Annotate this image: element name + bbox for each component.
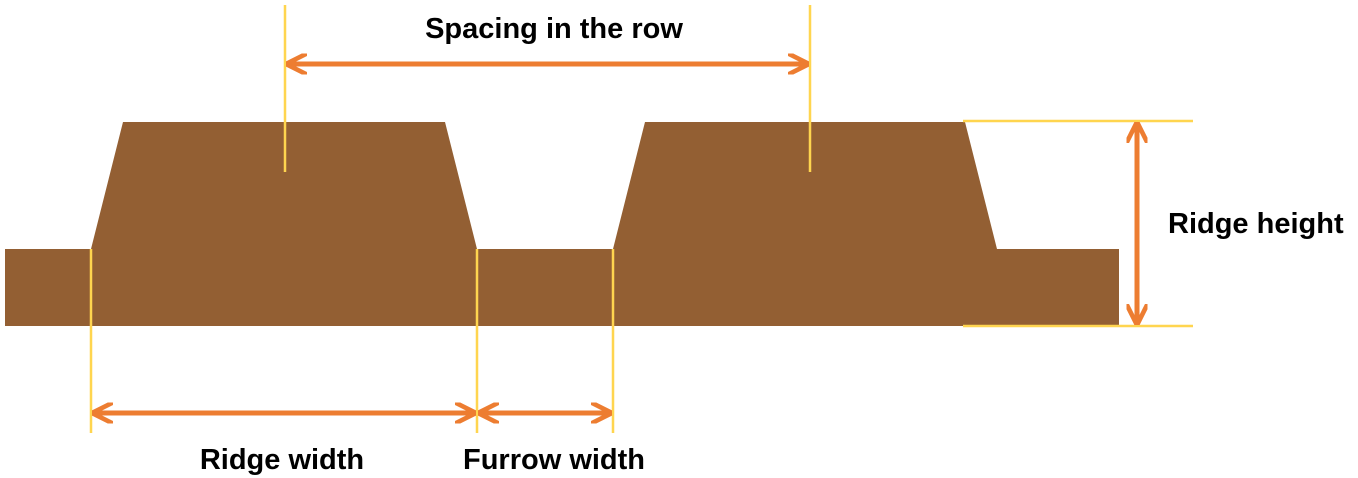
spacing-label: Spacing in the row	[425, 13, 683, 45]
soil-profile	[5, 122, 1119, 326]
ridge-height-label: Ridge height	[1168, 208, 1344, 240]
furrow-width-label: Furrow width	[463, 444, 645, 476]
ridge-width-label: Ridge width	[200, 444, 364, 476]
